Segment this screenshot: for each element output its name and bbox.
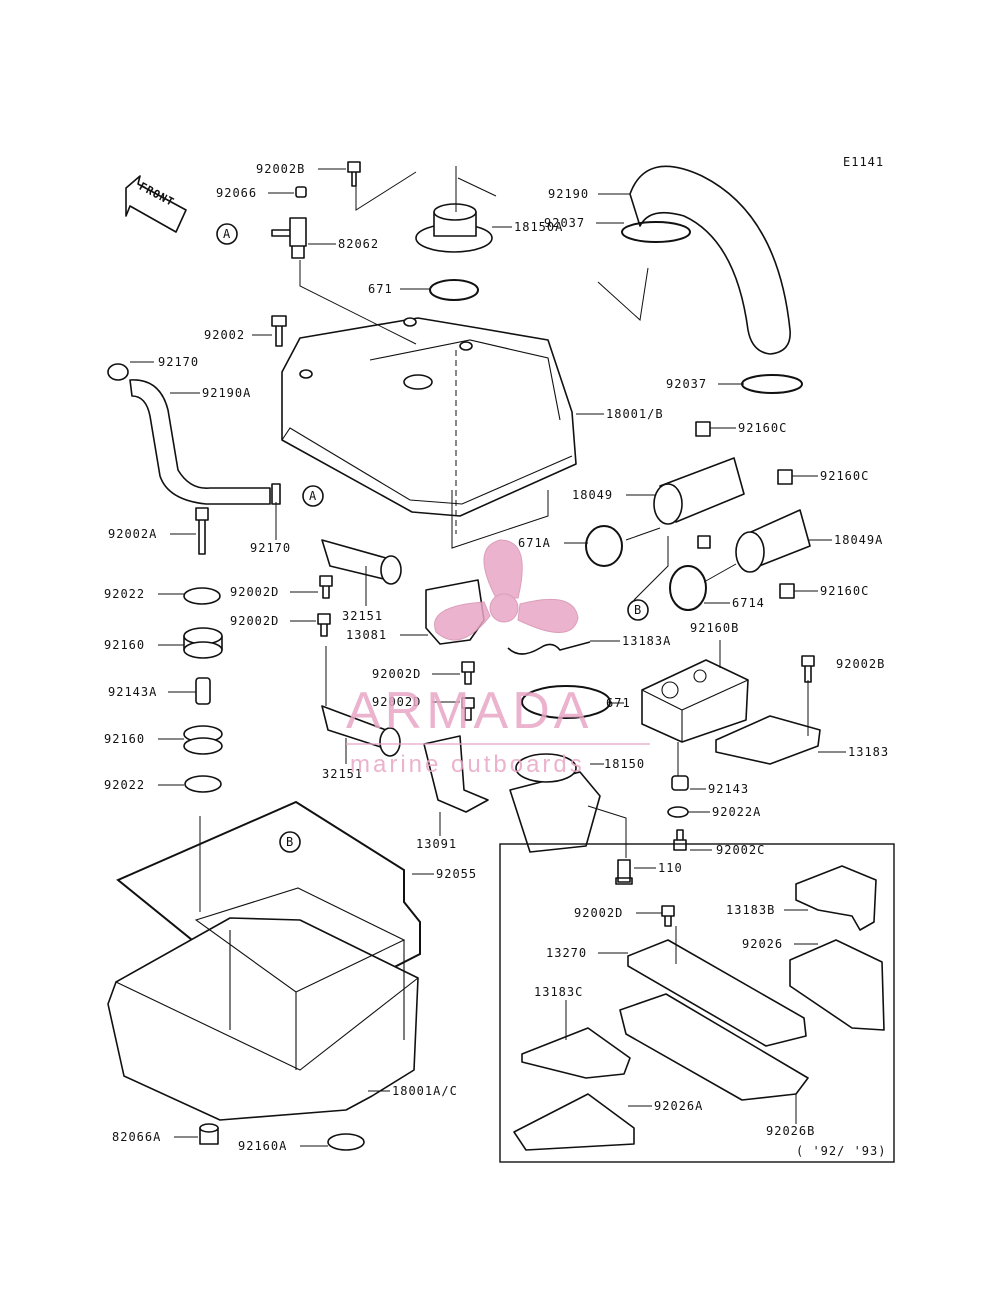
label-32151-top: 32151: [342, 609, 383, 623]
label-92002d-inset: 92002D: [574, 906, 623, 920]
propeller-logo-icon: [434, 539, 579, 641]
label-92002: 92002: [204, 328, 245, 342]
label-92160-top: 92160: [104, 638, 145, 652]
marker-a-right: A: [302, 485, 324, 507]
label-92002d-2: 92002D: [230, 614, 279, 628]
label-671a: 671A: [518, 536, 551, 550]
label-671-mid: 671: [606, 696, 631, 710]
label-92002b-top: 92002B: [256, 162, 305, 176]
label-18150: 18150: [604, 757, 645, 771]
label-6714: 6714: [732, 596, 765, 610]
front-arrow: FRONT: [125, 175, 187, 233]
label-92022-bottom: 92022: [104, 778, 145, 792]
label-92037-mid: 92037: [666, 377, 707, 391]
armada-watermark: ARMADA marine outboards: [346, 539, 650, 778]
label-13091: 13091: [416, 837, 457, 851]
marker-a-left: A: [216, 223, 238, 245]
label-13183: 13183: [848, 745, 889, 759]
label-92190a: 92190A: [202, 386, 251, 400]
watermark-brand: ARMADA: [346, 682, 592, 740]
label-32151-bottom: 32151: [322, 767, 363, 781]
label-92143a: 92143A: [108, 685, 157, 699]
label-92160-bottom: 92160: [104, 732, 145, 746]
label-92026a: 92026A: [654, 1099, 703, 1113]
label-92160c-2: 92160C: [820, 469, 869, 483]
diagram-code: E1141: [843, 155, 884, 169]
label-92170-bottom: 92170: [250, 541, 291, 555]
label-13081: 13081: [346, 628, 387, 642]
parts-art: [107, 161, 895, 1163]
label-92022a: 92022A: [712, 805, 761, 819]
marker-b-lower: B: [279, 831, 301, 853]
label-92037-top: 92037: [544, 216, 585, 230]
label-92066: 92066: [216, 186, 257, 200]
label-92002a: 92002A: [108, 527, 157, 541]
label-92160a: 92160A: [238, 1139, 287, 1153]
part-labels: 92002B 92066 82062 18150A 671 92190 9203…: [104, 162, 889, 1158]
label-82062: 82062: [338, 237, 379, 251]
svg-text:B: B: [634, 603, 642, 617]
label-92026b: 92026B: [766, 1124, 815, 1138]
label-92026: 92026: [742, 937, 783, 951]
label-92160c-1: 92160C: [738, 421, 787, 435]
label-92002d-4: 92002D: [372, 695, 421, 709]
svg-text:A: A: [309, 489, 317, 503]
watermark-tagline: marine outboards: [350, 751, 585, 778]
label-92160b: 92160B: [690, 621, 739, 635]
label-92143: 92143: [708, 782, 749, 796]
label-13183c: 13183C: [534, 985, 583, 999]
label-18049: 18049: [572, 488, 613, 502]
marker-b-upper: B: [627, 599, 649, 621]
label-92002d-1: 92002D: [230, 585, 279, 599]
svg-text:A: A: [223, 227, 231, 241]
label-92190: 92190: [548, 187, 589, 201]
label-110: 110: [658, 861, 683, 875]
label-92022-top: 92022: [104, 587, 145, 601]
label-82066a: 82066A: [112, 1130, 161, 1144]
label-13183a: 13183A: [622, 634, 671, 648]
label-18001b: 18001/B: [606, 407, 664, 421]
label-18001ac: 18001A/C: [392, 1084, 458, 1098]
label-671-top: 671: [368, 282, 393, 296]
leader-lines: [130, 166, 846, 1147]
label-92002d-3: 92002D: [372, 667, 421, 681]
label-13270: 13270: [546, 946, 587, 960]
label-92160c-3: 92160C: [820, 584, 869, 598]
label-18049a: 18049A: [834, 533, 883, 547]
label-13183b: 13183B: [726, 903, 775, 917]
label-92002b-right: 92002B: [836, 657, 885, 671]
svg-text:B: B: [286, 835, 294, 849]
label-92002c: 92002C: [716, 843, 765, 857]
label-92170-top: 92170: [158, 355, 199, 369]
label-18150a: 18150A: [514, 220, 563, 234]
label-92055: 92055: [436, 867, 477, 881]
label-inset-note: ( '92/ '93): [796, 1144, 886, 1158]
